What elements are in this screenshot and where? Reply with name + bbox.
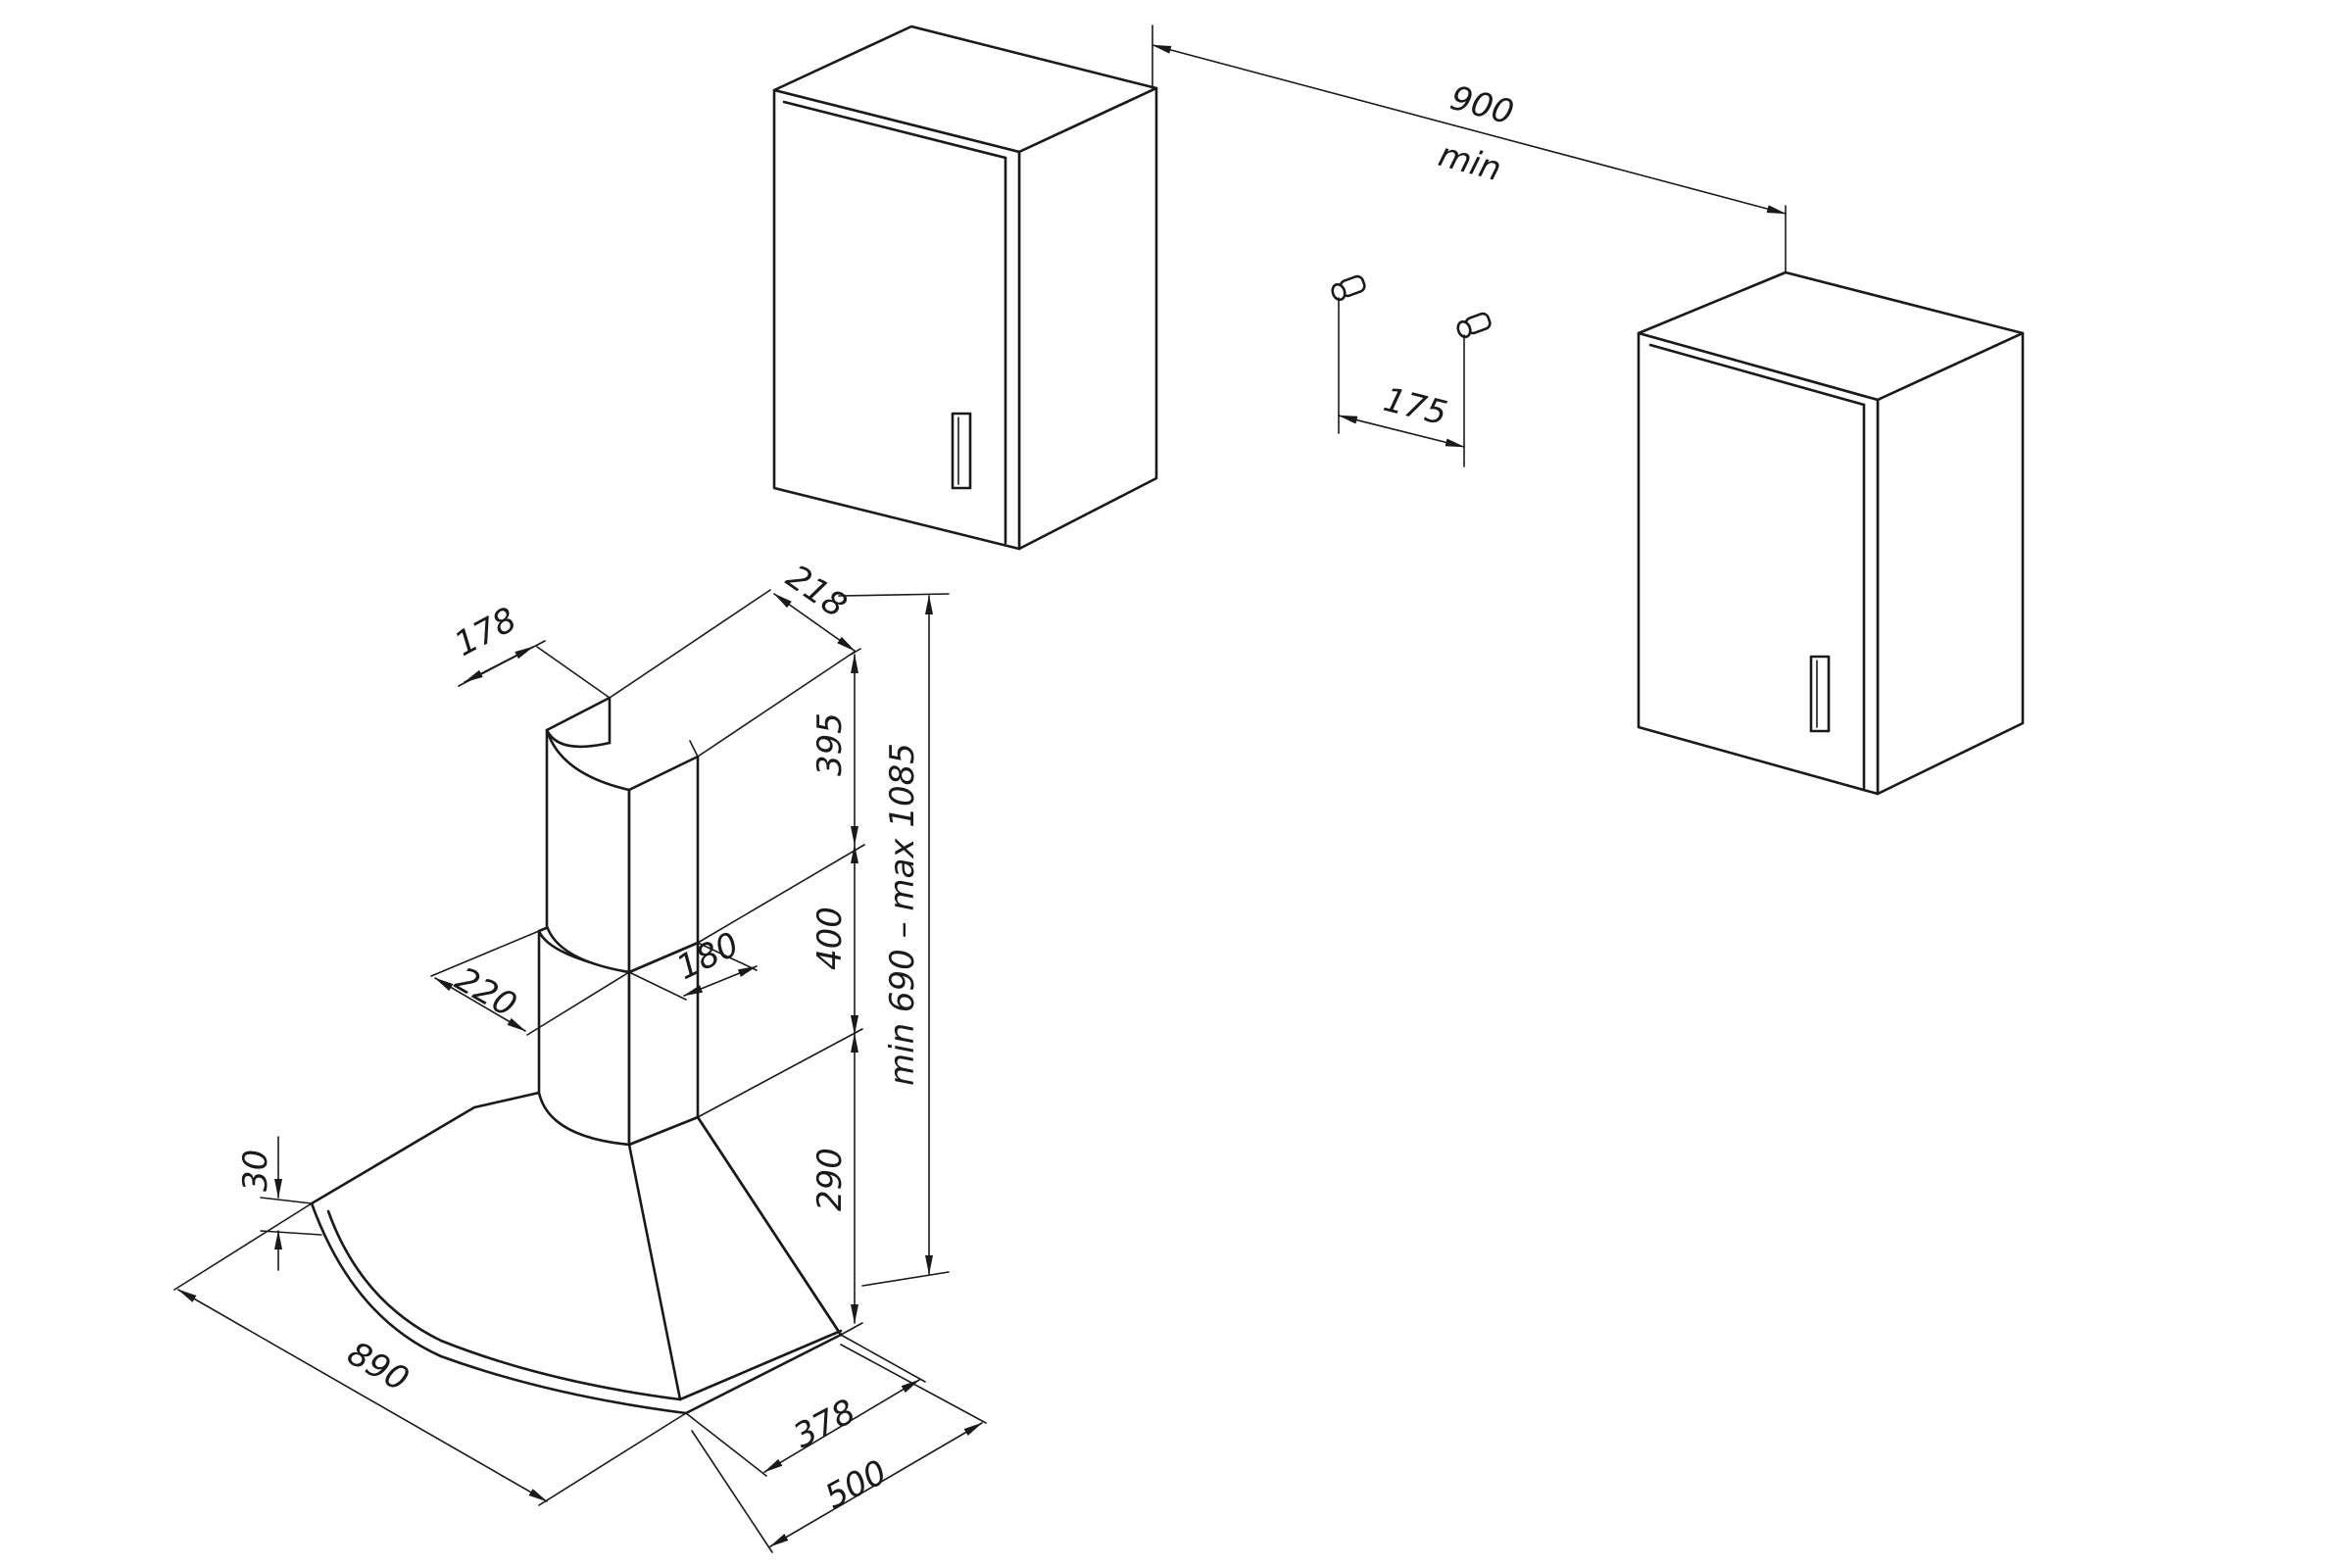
mounting-screws: 175 (1331, 274, 1492, 467)
inner-chimney-width-label: 220 (449, 959, 523, 1025)
screw-icon (1331, 274, 1366, 302)
upper-chimney (545, 728, 631, 974)
lower-chimney-height-label: 400 (810, 906, 850, 970)
screw-spacing-label: 175 (1380, 380, 1451, 434)
cabinet-gap-dimension: 900 min (1152, 24, 1787, 273)
hood-height-label: 290 (810, 1148, 850, 1211)
cabinet-gap-min-label: min (1435, 135, 1505, 189)
hood-depth-inner-label: 378 (787, 1392, 861, 1456)
hood-depth-total-label: 500 (818, 1452, 893, 1517)
upper-chimney-height-label: 395 (810, 712, 850, 776)
wall-cabinet-right (1637, 270, 2025, 796)
chimney-top-depth-label: 218 (779, 558, 854, 626)
hood-dimensions: 218 178 395 400 290 min 690 – max 1085 2… (173, 558, 987, 1553)
cabinet-handle-left (951, 412, 972, 490)
total-height-range-label: min 690 – max 1085 (883, 743, 922, 1086)
cabinet-gap-label: 900 (1446, 78, 1518, 132)
wall-cabinet-left (772, 24, 1158, 551)
cabinet-handle-right (1809, 655, 1831, 733)
cooker-hood (310, 696, 843, 1415)
screw-icon (1456, 312, 1492, 339)
chimney-top-width-label: 178 (448, 600, 522, 664)
hood-edge-thickness-label: 30 (236, 1150, 275, 1192)
